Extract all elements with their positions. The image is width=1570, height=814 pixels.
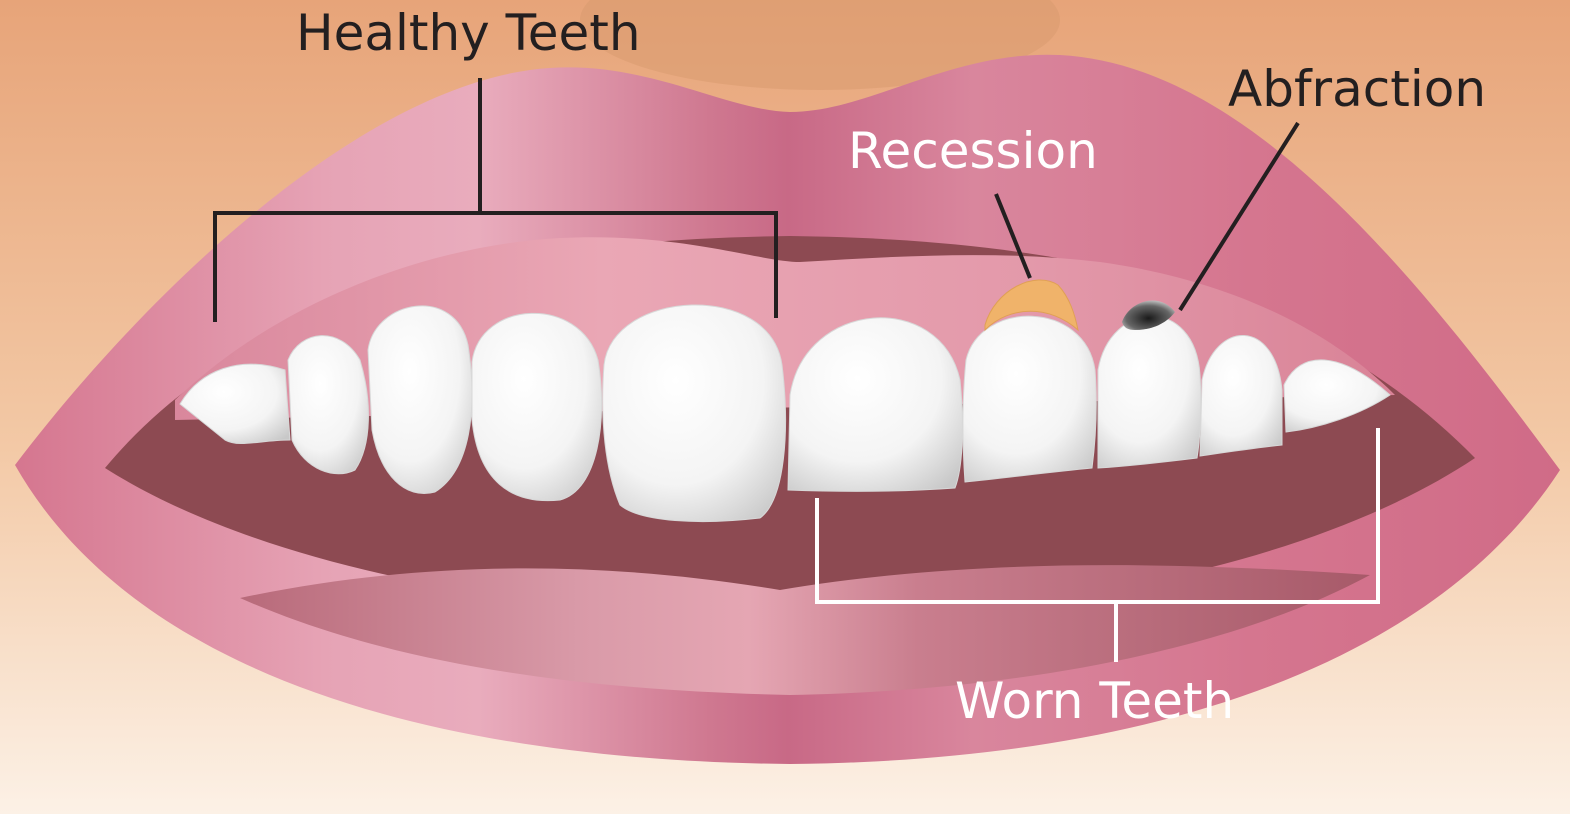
worn-teeth-label: Worn Teeth: [955, 676, 1234, 726]
tooth-central-left: [603, 305, 786, 522]
healthy-teeth-label: Healthy Teeth: [296, 8, 641, 58]
tooth-lateral-right: [963, 316, 1096, 482]
abfraction-label: Abfraction: [1228, 64, 1486, 114]
tooth-lateral-left: [472, 313, 602, 500]
recession-label: Recession: [848, 126, 1098, 176]
tooth-premolar-left: [288, 336, 368, 474]
tooth-premolar-right: [1200, 335, 1282, 456]
tooth-canine-left: [368, 306, 472, 494]
tooth-canine-right: [1098, 316, 1201, 468]
